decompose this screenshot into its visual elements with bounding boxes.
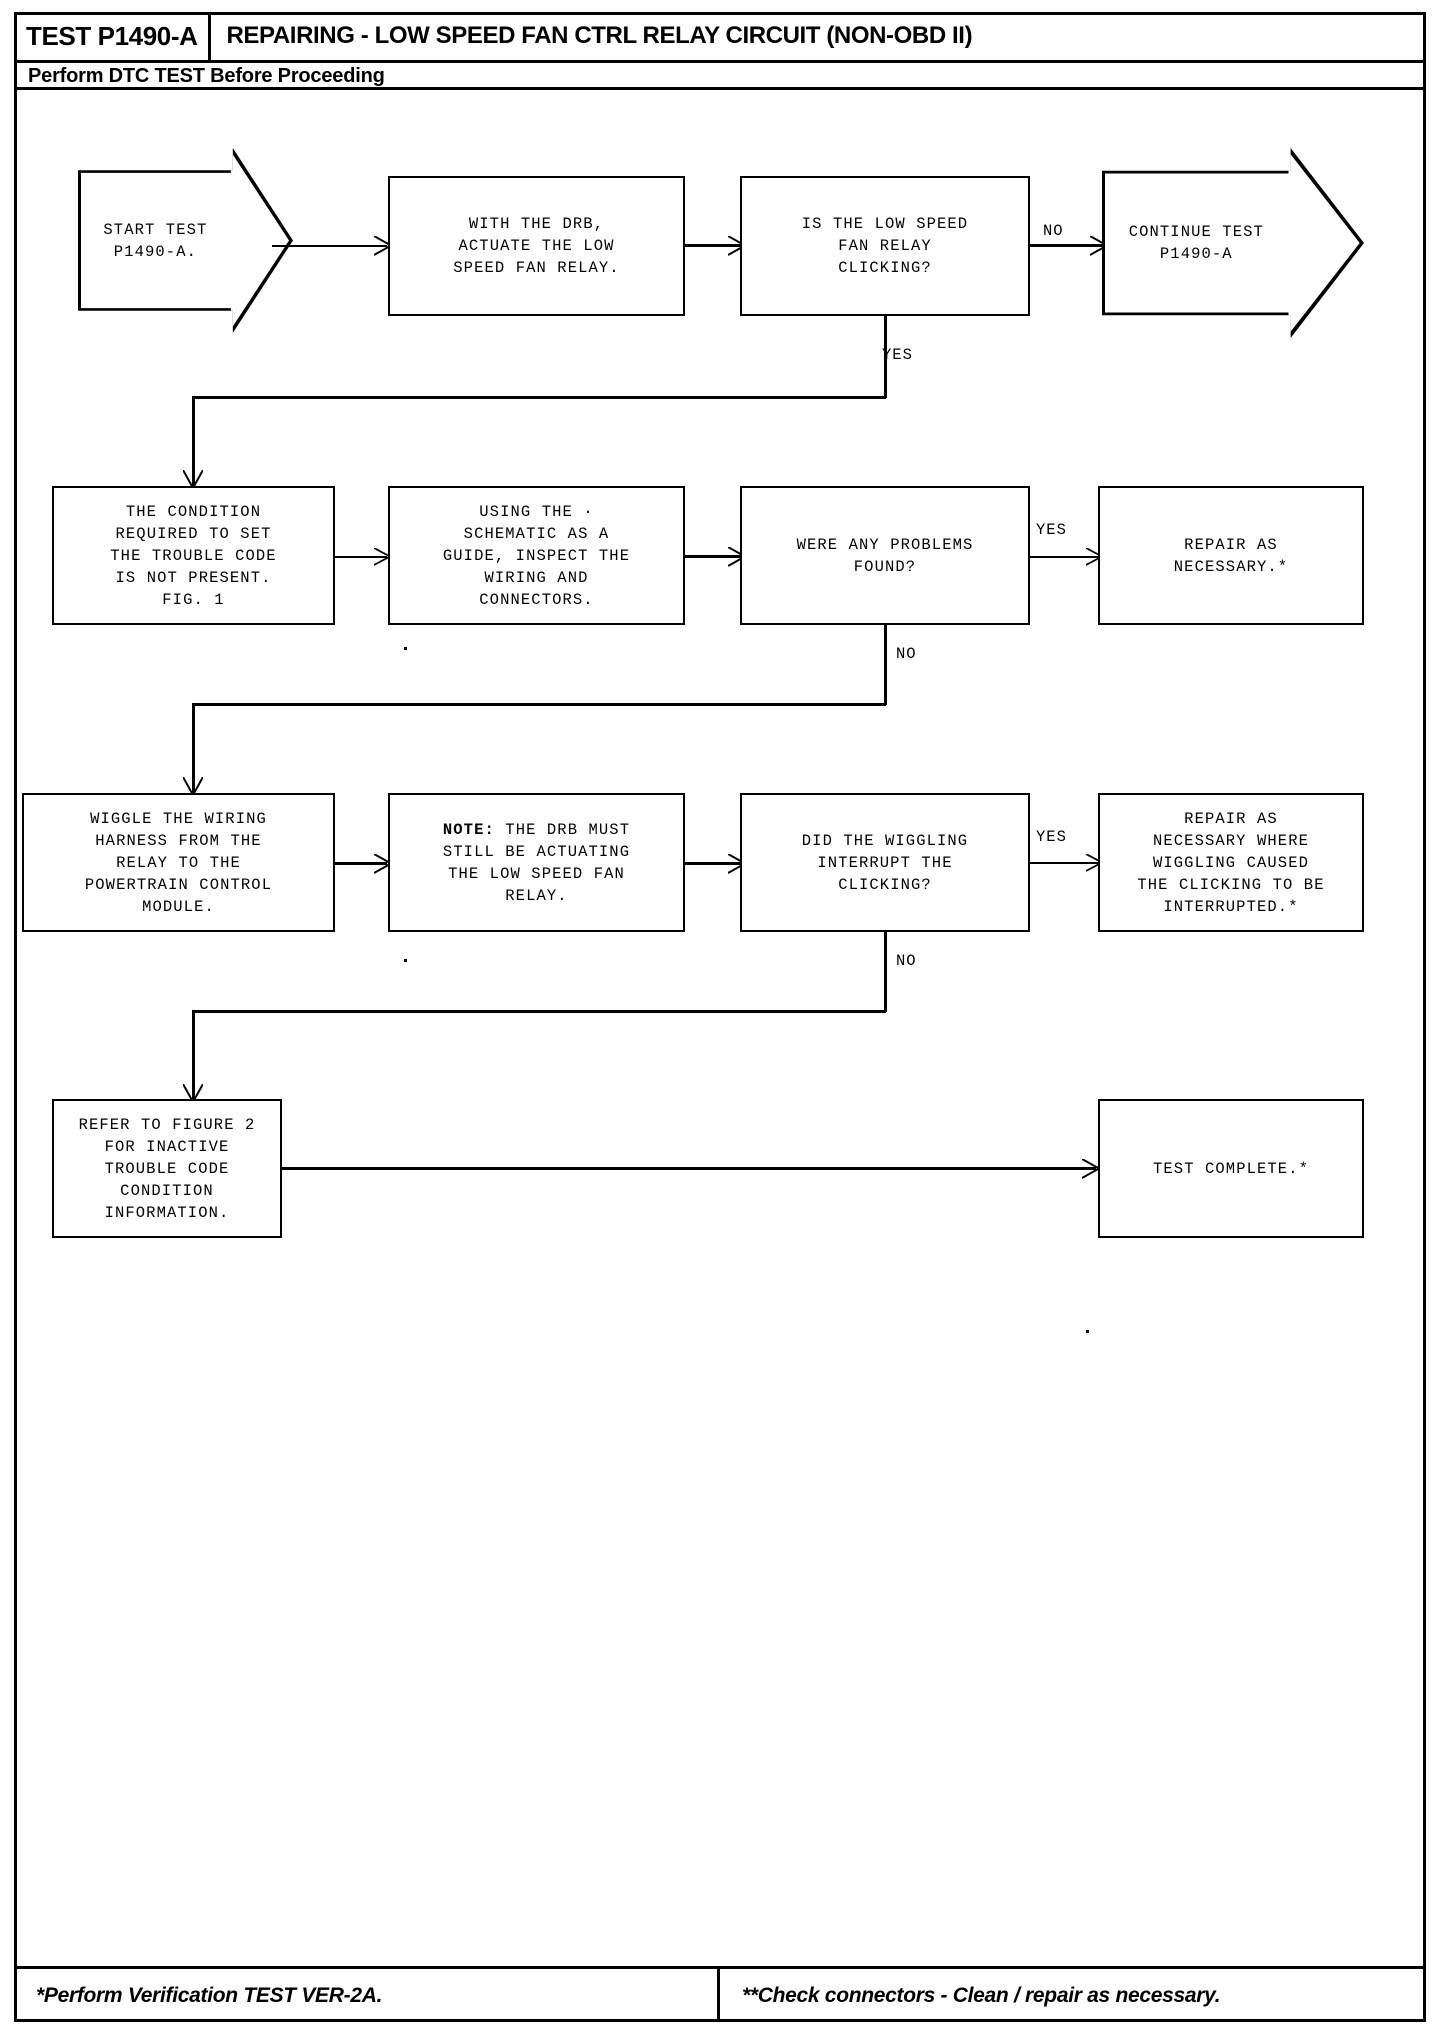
node-note-drb: NOTE: THE DRB MUST STILL BE ACTUATING TH… bbox=[388, 793, 685, 932]
edge-refer-to-complete bbox=[282, 1167, 1096, 1170]
edge-start-to-actuate bbox=[272, 245, 387, 247]
node-refer-figure2: REFER TO FIGURE 2 FOR INACTIVE TROUBLE C… bbox=[52, 1099, 282, 1238]
node-repair-necessary: REPAIR AS NECESSARY.* bbox=[1098, 486, 1364, 625]
test-id-label: TEST P1490-A bbox=[26, 20, 198, 51]
footer-connector-note: **Check connectors - Clean / repair as n… bbox=[742, 1983, 1221, 2007]
header-subtitle-row: Perform DTC TEST Before Proceeding bbox=[14, 60, 1426, 90]
node-condition-not-present-label: THE CONDITION REQUIRED TO SET THE TROUBL… bbox=[110, 502, 277, 609]
node-clicking-question: IS THE LOW SPEED FAN RELAY CLICKING? bbox=[740, 176, 1030, 316]
edge-wiggle-no-v1 bbox=[884, 932, 887, 1012]
edge-label-wiggle-yes: YES bbox=[1036, 828, 1067, 846]
edge-label-problems-yes: YES bbox=[1036, 521, 1067, 539]
node-problems-question: WERE ANY PROBLEMS FOUND? bbox=[740, 486, 1030, 625]
node-test-complete: TEST COMPLETE.* bbox=[1098, 1099, 1364, 1238]
footer-left-cell: *Perform Verification TEST VER-2A. bbox=[14, 1969, 720, 2022]
node-continue-test-label: CONTINUE TEST P1490-A bbox=[1128, 223, 1264, 263]
edge-problems-yes-line bbox=[1030, 556, 1098, 558]
footer-verification-note: *Perform Verification TEST VER-2A. bbox=[36, 1983, 383, 2007]
node-inspect-wiring: USING THE · SCHEMATIC AS A GUIDE, INSPEC… bbox=[388, 486, 685, 625]
note-body: THE DRB MUST STILL BE ACTUATING THE LOW … bbox=[442, 820, 631, 905]
node-clicking-question-label: IS THE LOW SPEED FAN RELAY CLICKING? bbox=[801, 215, 969, 277]
header-subtitle: Perform DTC TEST Before Proceeding bbox=[28, 65, 385, 87]
node-wiggle-harness: WIGGLE THE WIRING HARNESS FROM THE RELAY… bbox=[22, 793, 335, 932]
edge-problems-no-h bbox=[192, 703, 886, 706]
node-repair-wiggle: REPAIR AS NECESSARY WHERE WIGGLING CAUSE… bbox=[1098, 793, 1364, 932]
edge-wiggle-no-h bbox=[192, 1010, 886, 1013]
edge-note-to-wiggle-question bbox=[685, 862, 740, 865]
scan-speck bbox=[404, 959, 407, 962]
edge-inspect-to-problems bbox=[685, 555, 740, 558]
node-wiggle-question-label: DID THE WIGGLING INTERRUPT THE CLICKING? bbox=[801, 831, 969, 894]
node-wiggle-question: DID THE WIGGLING INTERRUPT THE CLICKING? bbox=[740, 793, 1030, 932]
page-header: TEST P1490-A REPAIRING - LOW SPEED FAN C… bbox=[14, 12, 1426, 90]
scan-speck bbox=[404, 647, 407, 650]
edge-clicking-yes-v2 bbox=[192, 396, 195, 486]
node-note-drb-label: NOTE: THE DRB MUST STILL BE ACTUATING TH… bbox=[443, 819, 630, 907]
node-refer-figure2-label: REFER TO FIGURE 2 FOR INACTIVE TROUBLE C… bbox=[78, 1115, 256, 1222]
edge-clicking-yes-h bbox=[192, 396, 886, 399]
node-problems-question-label: WERE ANY PROBLEMS FOUND? bbox=[796, 535, 974, 576]
edge-wiggle-yes-line bbox=[1030, 862, 1098, 864]
edge-actuate-to-clicking bbox=[685, 244, 740, 247]
edge-wiggle-no-v2 bbox=[192, 1010, 195, 1100]
test-id-box: TEST P1490-A bbox=[14, 12, 211, 60]
header-title-row: TEST P1490-A REPAIRING - LOW SPEED FAN C… bbox=[14, 12, 1426, 60]
page-title: REPAIRING - LOW SPEED FAN CTRL RELAY CIR… bbox=[226, 22, 973, 49]
page-footer: *Perform Verification TEST VER-2A. **Che… bbox=[14, 1966, 1426, 2022]
edge-clicking-yes-v1 bbox=[884, 316, 887, 398]
node-actuate-relay: WITH THE DRB, ACTUATE THE LOW SPEED FAN … bbox=[388, 176, 685, 316]
footer-right-cell: **Check connectors - Clean / repair as n… bbox=[720, 1969, 1426, 2022]
edge-label-problems-no: NO bbox=[896, 645, 917, 663]
node-wiggle-harness-label: WIGGLE THE WIRING HARNESS FROM THE RELAY… bbox=[84, 809, 273, 916]
edge-problems-no-v1 bbox=[884, 625, 887, 705]
node-actuate-relay-label: WITH THE DRB, ACTUATE THE LOW SPEED FAN … bbox=[453, 215, 620, 277]
node-start-test-label: START TEST P1490-A. bbox=[103, 220, 208, 261]
node-repair-wiggle-label: REPAIR AS NECESSARY WHERE WIGGLING CAUSE… bbox=[1137, 809, 1325, 916]
edge-clicking-no-line bbox=[1030, 244, 1102, 247]
edge-condition-to-inspect bbox=[335, 556, 387, 558]
node-inspect-wiring-label: USING THE · SCHEMATIC AS A GUIDE, INSPEC… bbox=[442, 502, 631, 609]
node-repair-necessary-label: REPAIR AS NECESSARY.* bbox=[1173, 535, 1289, 576]
scan-speck bbox=[1086, 1330, 1089, 1333]
node-condition-not-present: THE CONDITION REQUIRED TO SET THE TROUBL… bbox=[52, 486, 335, 625]
note-prefix: NOTE: bbox=[442, 820, 495, 839]
page-border bbox=[14, 12, 1426, 2022]
edge-wiggle-to-note bbox=[335, 862, 387, 865]
edge-problems-no-v2 bbox=[192, 703, 195, 793]
edge-label-wiggle-no: NO bbox=[896, 952, 917, 970]
node-test-complete-label: TEST COMPLETE.* bbox=[1152, 1159, 1310, 1178]
edge-label-clicking-yes: YES bbox=[882, 346, 913, 364]
edge-label-clicking-no: NO bbox=[1043, 222, 1064, 240]
